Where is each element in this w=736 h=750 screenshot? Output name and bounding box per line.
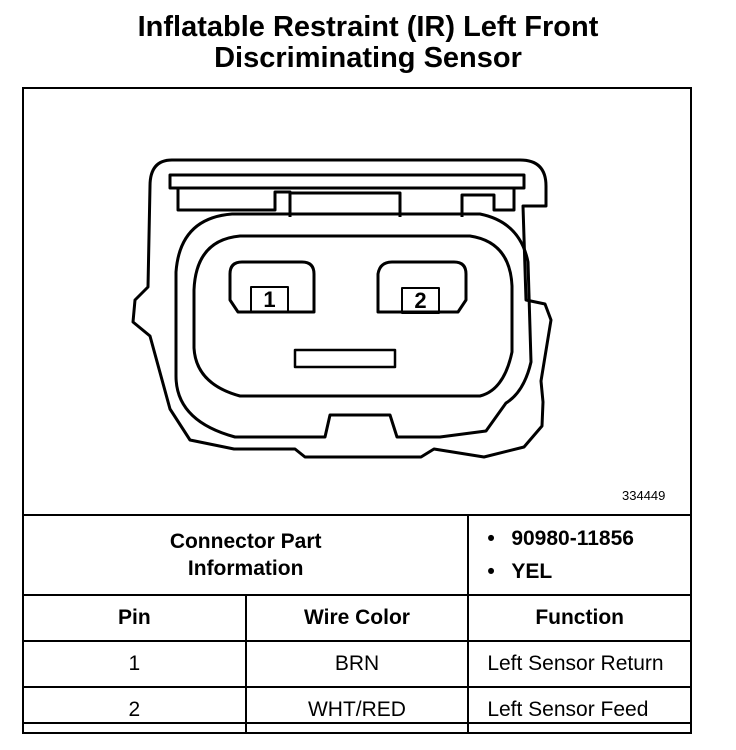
row-1-function: Left Sensor Return <box>467 640 692 688</box>
latch-center-tab <box>288 191 402 217</box>
pin-box-2 <box>401 287 440 314</box>
table-row: 1 BRN Left Sensor Return <box>22 640 692 688</box>
connector-info-table: Connector Part Information 90980-11856 Y… <box>21 514 692 734</box>
connector-part-info-values: 90980-11856 YEL <box>467 514 692 596</box>
row-2-wire-color: WHT/RED <box>244 686 470 734</box>
connector-part-info-line2: Information <box>187 557 304 580</box>
header-wire-color: Wire Color <box>244 594 470 642</box>
diagram-part-number: 334449 <box>622 488 666 503</box>
table-row: 2 WHT/RED Left Sensor Feed <box>22 686 692 734</box>
row-1-pin: 1 <box>22 640 247 688</box>
key-slot <box>293 348 397 369</box>
header-function: Function <box>467 594 692 642</box>
connector-part-info-line1: Connector Part <box>169 530 322 553</box>
connector-color: YEL <box>487 555 690 588</box>
pin-box-1 <box>250 286 289 313</box>
inner-cavity <box>192 234 514 398</box>
latch-notch-right <box>460 188 516 217</box>
row-2-pin: 2 <box>22 686 247 734</box>
connector-part-info-label: Connector Part Information <box>21 514 470 596</box>
pin-cavity-2 <box>376 260 468 314</box>
header-pin: Pin <box>22 594 247 642</box>
connector-part-number: 90980-11856 <box>487 522 690 555</box>
latch-bar <box>168 173 526 190</box>
pin-label-2: 2 <box>414 288 426 313</box>
title-line-1: Inflatable Restraint (IR) Left Front <box>137 11 599 43</box>
pin-label-1: 1 <box>263 287 275 312</box>
row-2-function: Left Sensor Feed <box>467 686 692 734</box>
row-1-wire-color: BRN <box>244 640 470 688</box>
connector-diagram: 1 2 <box>131 158 553 459</box>
connector-housing-outline <box>131 158 553 459</box>
title-line-2: Discriminating Sensor <box>214 42 522 74</box>
inner-ring <box>174 212 533 439</box>
